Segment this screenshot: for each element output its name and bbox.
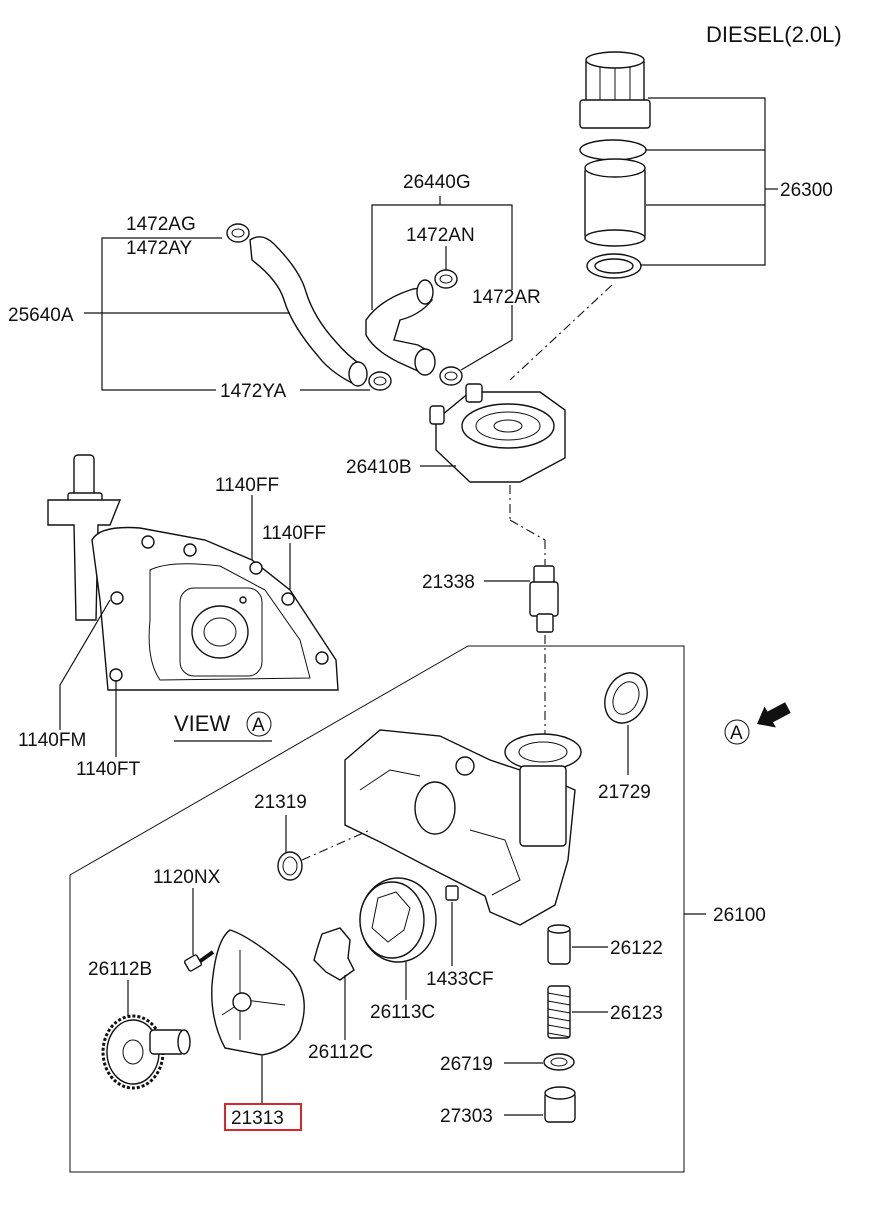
label-26410B[interactable]: 26410B — [346, 457, 412, 478]
label-1140FF-b[interactable]: 1140FF — [262, 523, 326, 544]
engine-label: DIESEL(2.0L) — [706, 22, 842, 47]
group-26100-box — [69, 645, 685, 1173]
clamp-1472AR[interactable] — [439, 366, 463, 386]
clamp-1472AN[interactable] — [434, 269, 458, 289]
valve-21338[interactable] — [529, 565, 559, 633]
rotor-26112C[interactable] — [313, 927, 355, 981]
rotor-26113C[interactable] — [359, 877, 437, 963]
label-21313[interactable]: 21313 — [231, 1108, 284, 1129]
leader-1140FM — [59, 599, 111, 730]
view-a-circle — [246, 711, 272, 737]
axis-filter-cooler — [509, 284, 613, 381]
oil-pump-housing[interactable] — [344, 729, 582, 926]
pin-1433CF[interactable] — [445, 885, 459, 901]
plug-27303[interactable] — [544, 1086, 576, 1123]
label-1120NX[interactable]: 1120NX — [153, 867, 221, 888]
label-26440G[interactable]: 26440G — [403, 172, 471, 193]
label-21319[interactable]: 21319 — [254, 792, 307, 813]
label-26100[interactable]: 26100 — [713, 905, 766, 926]
seal-21729[interactable] — [597, 666, 655, 730]
view-direction-marker: A — [730, 723, 743, 744]
clamp-1472YA[interactable] — [368, 371, 392, 391]
oil-filter-assembly[interactable] — [579, 51, 651, 279]
pump-cover-21313[interactable] — [211, 929, 305, 1056]
label-1140FT[interactable]: 1140FT — [76, 759, 140, 780]
axis-cooler-valve-2 — [509, 519, 546, 541]
label-26122[interactable]: 26122 — [610, 938, 663, 959]
label-1472AY[interactable]: 1472AY — [126, 238, 193, 259]
leader-26440G-bracket — [371, 204, 513, 310]
view-direction-circle — [724, 719, 750, 745]
label-27303[interactable]: 27303 — [440, 1106, 493, 1127]
gear-26112B[interactable] — [101, 1014, 191, 1090]
hose-26440G[interactable] — [365, 279, 436, 376]
oil-cooler-26410B[interactable] — [429, 383, 566, 483]
view-a-illustration — [47, 454, 339, 691]
label-26719[interactable]: 26719 — [440, 1054, 493, 1075]
label-26123[interactable]: 26123 — [610, 1003, 663, 1024]
label-1140FF-a[interactable]: 1140FF — [215, 475, 279, 496]
leader-1472AG-AY-bracket — [101, 237, 222, 391]
label-1472AN[interactable]: 1472AN — [406, 225, 475, 246]
leader-1472AR — [460, 305, 513, 371]
label-1472AR[interactable]: 1472AR — [472, 287, 541, 308]
axis-oring — [301, 829, 371, 861]
plunger-26122[interactable] — [547, 924, 571, 965]
label-21338[interactable]: 21338 — [422, 572, 475, 593]
clamp-1472AG[interactable] — [226, 223, 250, 243]
label-1472YA[interactable]: 1472YA — [220, 381, 287, 402]
label-26112B[interactable]: 26112B — [88, 959, 152, 980]
spring-26123[interactable] — [547, 985, 571, 1039]
hose-25640A[interactable] — [249, 236, 368, 387]
label-1433CF[interactable]: 1433CF — [426, 969, 494, 990]
oring-21319[interactable] — [277, 851, 303, 881]
label-25640A[interactable]: 25640A — [8, 305, 74, 326]
highlight-21313 — [224, 1103, 302, 1131]
view-a-title: VIEW — [174, 711, 230, 736]
view-a-marker: A — [252, 715, 265, 736]
label-26112C[interactable]: 26112C — [308, 1042, 373, 1063]
label-21729[interactable]: 21729 — [598, 782, 651, 803]
label-1140FM[interactable]: 1140FM — [18, 730, 86, 751]
label-1472AG[interactable]: 1472AG — [126, 214, 196, 235]
arrow-icon — [756, 702, 791, 728]
bolt-1120NX[interactable] — [183, 950, 215, 972]
washer-26719[interactable] — [543, 1053, 575, 1071]
leader-26300-bracket — [640, 97, 766, 266]
label-26113C[interactable]: 26113C — [370, 1002, 435, 1023]
label-26300[interactable]: 26300 — [780, 180, 833, 201]
